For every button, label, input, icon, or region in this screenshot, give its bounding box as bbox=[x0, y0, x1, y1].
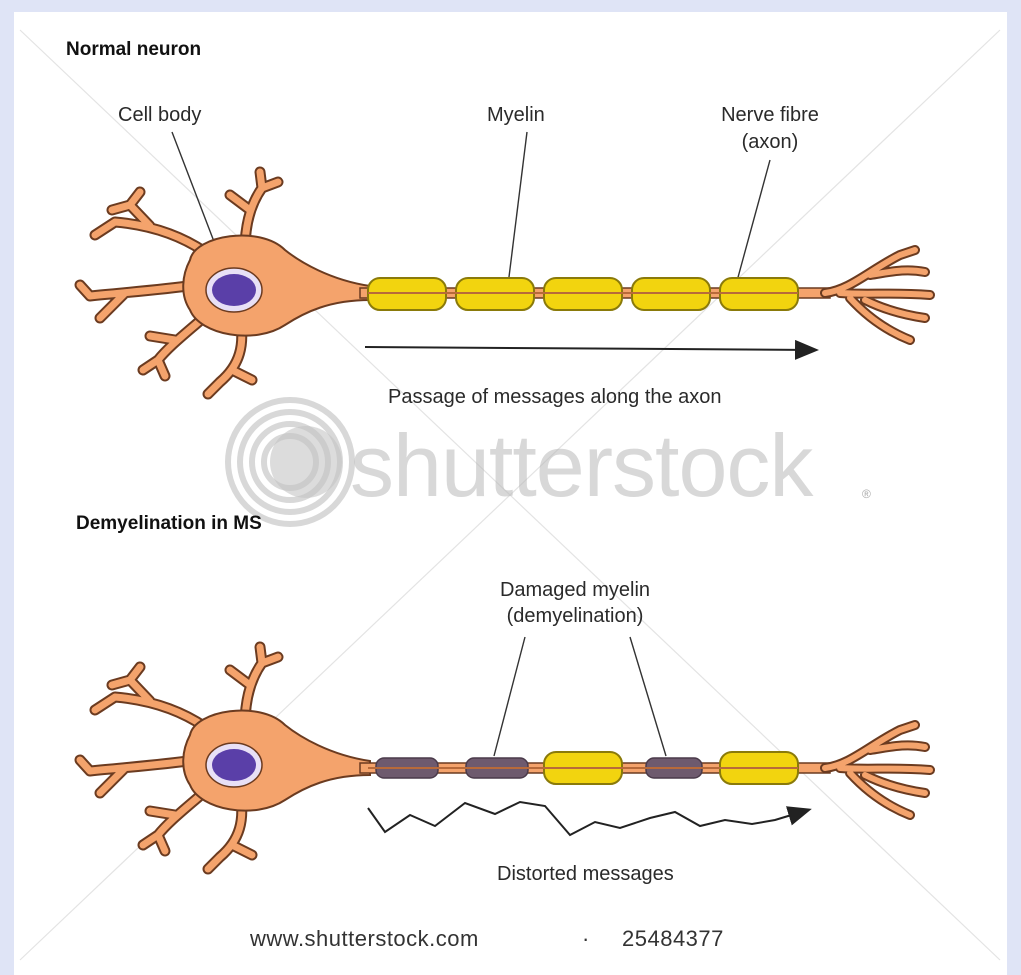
damaged-myelin-label: Damaged myelin bbox=[470, 578, 680, 602]
distorted-messages-arrow bbox=[368, 802, 808, 835]
footer-separator: · bbox=[582, 927, 590, 951]
footer-image-number: 25484377 bbox=[622, 927, 724, 951]
nucleus-ms bbox=[212, 749, 256, 781]
footer-url: www.shutterstock.com bbox=[250, 927, 479, 951]
demyelination-label: (demyelination) bbox=[470, 604, 680, 628]
damaged-leader-line-left bbox=[494, 637, 525, 756]
damaged-leader-line-right bbox=[630, 637, 666, 756]
distorted-caption: Distorted messages bbox=[497, 862, 674, 886]
ms-heading: Demyelination in MS bbox=[76, 512, 262, 536]
